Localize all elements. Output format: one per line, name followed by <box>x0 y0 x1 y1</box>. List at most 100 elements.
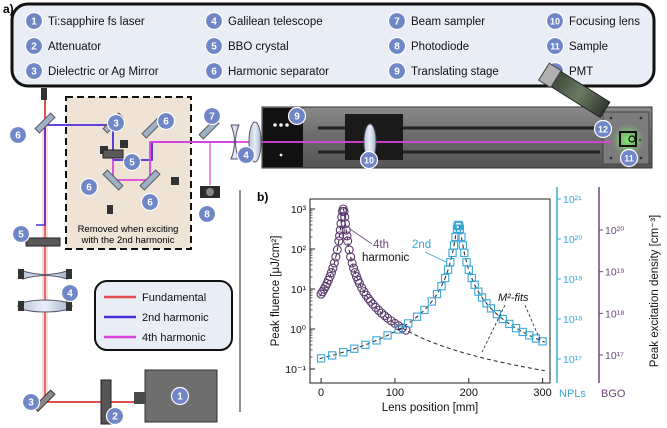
annotation-harmonic: harmonic <box>362 252 410 264</box>
callout-10: 10 <box>359 150 379 170</box>
right-axis-label: Peak excitation density [cm⁻³] <box>649 215 661 367</box>
callout-circle <box>287 106 307 126</box>
annotation-2nd: 2nd <box>412 239 431 251</box>
callout-number: 2 <box>31 42 37 53</box>
data-point <box>404 319 413 328</box>
annotation-fits: M²-fits <box>498 292 529 304</box>
npls-axis-tick-label: 10²⁰ <box>563 234 583 246</box>
callout-number: 10 <box>550 17 560 27</box>
data-point <box>455 221 464 231</box>
callout-circle <box>60 283 80 303</box>
y-tick-label: 10¹ <box>291 284 307 296</box>
translating-stage <box>261 106 653 169</box>
data-point <box>505 319 514 329</box>
callout-5: 5 <box>11 224 31 244</box>
data-point <box>498 314 507 324</box>
annotation-4th: 4th <box>373 239 389 251</box>
data-point <box>318 287 328 297</box>
data-point <box>467 273 476 283</box>
callout-circle <box>204 61 224 81</box>
data-point <box>325 272 335 282</box>
data-point <box>328 351 337 360</box>
callout-8: 8 <box>197 204 217 224</box>
callout-circle <box>106 113 126 133</box>
callout-number: 9 <box>294 112 300 123</box>
data-point <box>437 282 446 291</box>
callout-circle <box>8 125 28 145</box>
legend-label: Attenuator <box>48 41 101 53</box>
bbo-crystal <box>25 237 61 247</box>
legend-label: Photodiode <box>411 41 469 53</box>
data-point <box>335 225 345 235</box>
callout-circle <box>24 36 44 56</box>
x-tick-label: 300 <box>533 387 551 399</box>
callout-circle <box>619 148 639 168</box>
series-second-harmonic <box>316 220 547 363</box>
callout-circle <box>122 152 142 172</box>
data-point <box>334 236 344 246</box>
callout-circle <box>387 61 407 81</box>
callout-circle <box>359 150 379 170</box>
callout-6: 6 <box>8 125 28 145</box>
callout-number: 6 <box>86 183 92 194</box>
npls-axis-tick-label: 10¹⁸ <box>563 314 583 326</box>
callout-number: 9 <box>394 67 400 78</box>
data-point <box>446 258 455 267</box>
data-point <box>339 206 349 216</box>
callout-number: 3 <box>28 398 34 409</box>
bgo-axis-label: BGO <box>601 388 626 400</box>
npls-axis-tick-label: 10¹⁹ <box>563 274 583 286</box>
legend-badge: 11 <box>545 36 565 56</box>
beam-legend-label: 2nd harmonic <box>142 312 209 324</box>
legend-label: Ti:sapphire fs laser <box>48 16 145 28</box>
legend-badge: 5 <box>204 36 224 56</box>
callout-number: 10 <box>364 156 374 166</box>
callout-number: 4 <box>211 17 217 28</box>
callout-number: 7 <box>209 112 215 123</box>
callout-circle <box>202 106 222 126</box>
data-point <box>374 305 384 315</box>
harmonic-separator <box>102 169 124 191</box>
legend-badge: 1 <box>24 11 44 31</box>
second-harmonic-entry <box>36 120 46 226</box>
callout-number: 5 <box>211 42 217 53</box>
data-point <box>343 236 353 246</box>
data-point <box>341 225 351 235</box>
callout-4: 4 <box>60 283 80 303</box>
npls-axis-label: NPLs <box>559 388 586 400</box>
callout-number: 6 <box>163 117 169 128</box>
data-point <box>455 224 465 233</box>
callout-number: 5 <box>129 158 135 169</box>
bbo-crystal <box>102 149 124 159</box>
data-point <box>372 336 381 345</box>
harmonic-separator <box>34 112 56 134</box>
legend-badge: 4 <box>204 11 224 31</box>
callout-number: 2 <box>112 412 118 423</box>
callout-number: 8 <box>204 210 210 221</box>
m2-fit-curve <box>319 208 545 372</box>
callout-5: 5 <box>122 152 142 172</box>
callout-circle <box>204 11 224 31</box>
data-point <box>332 245 342 255</box>
series-fourth-harmonic <box>316 204 545 372</box>
legend-badge: 7 <box>387 11 407 31</box>
callout-circle <box>545 11 565 31</box>
data-point <box>457 232 466 242</box>
data-point <box>477 293 487 302</box>
data-point <box>380 311 390 321</box>
data-point <box>377 308 387 318</box>
data-point <box>482 299 491 308</box>
data-point <box>328 263 338 273</box>
data-point <box>460 248 469 258</box>
callout-number: 1 <box>177 392 183 403</box>
callout-circle <box>204 36 224 56</box>
beam-legend-label: Fundamental <box>142 292 206 304</box>
data-point <box>363 293 373 303</box>
data-point <box>340 219 350 229</box>
callout-circle <box>387 11 407 31</box>
